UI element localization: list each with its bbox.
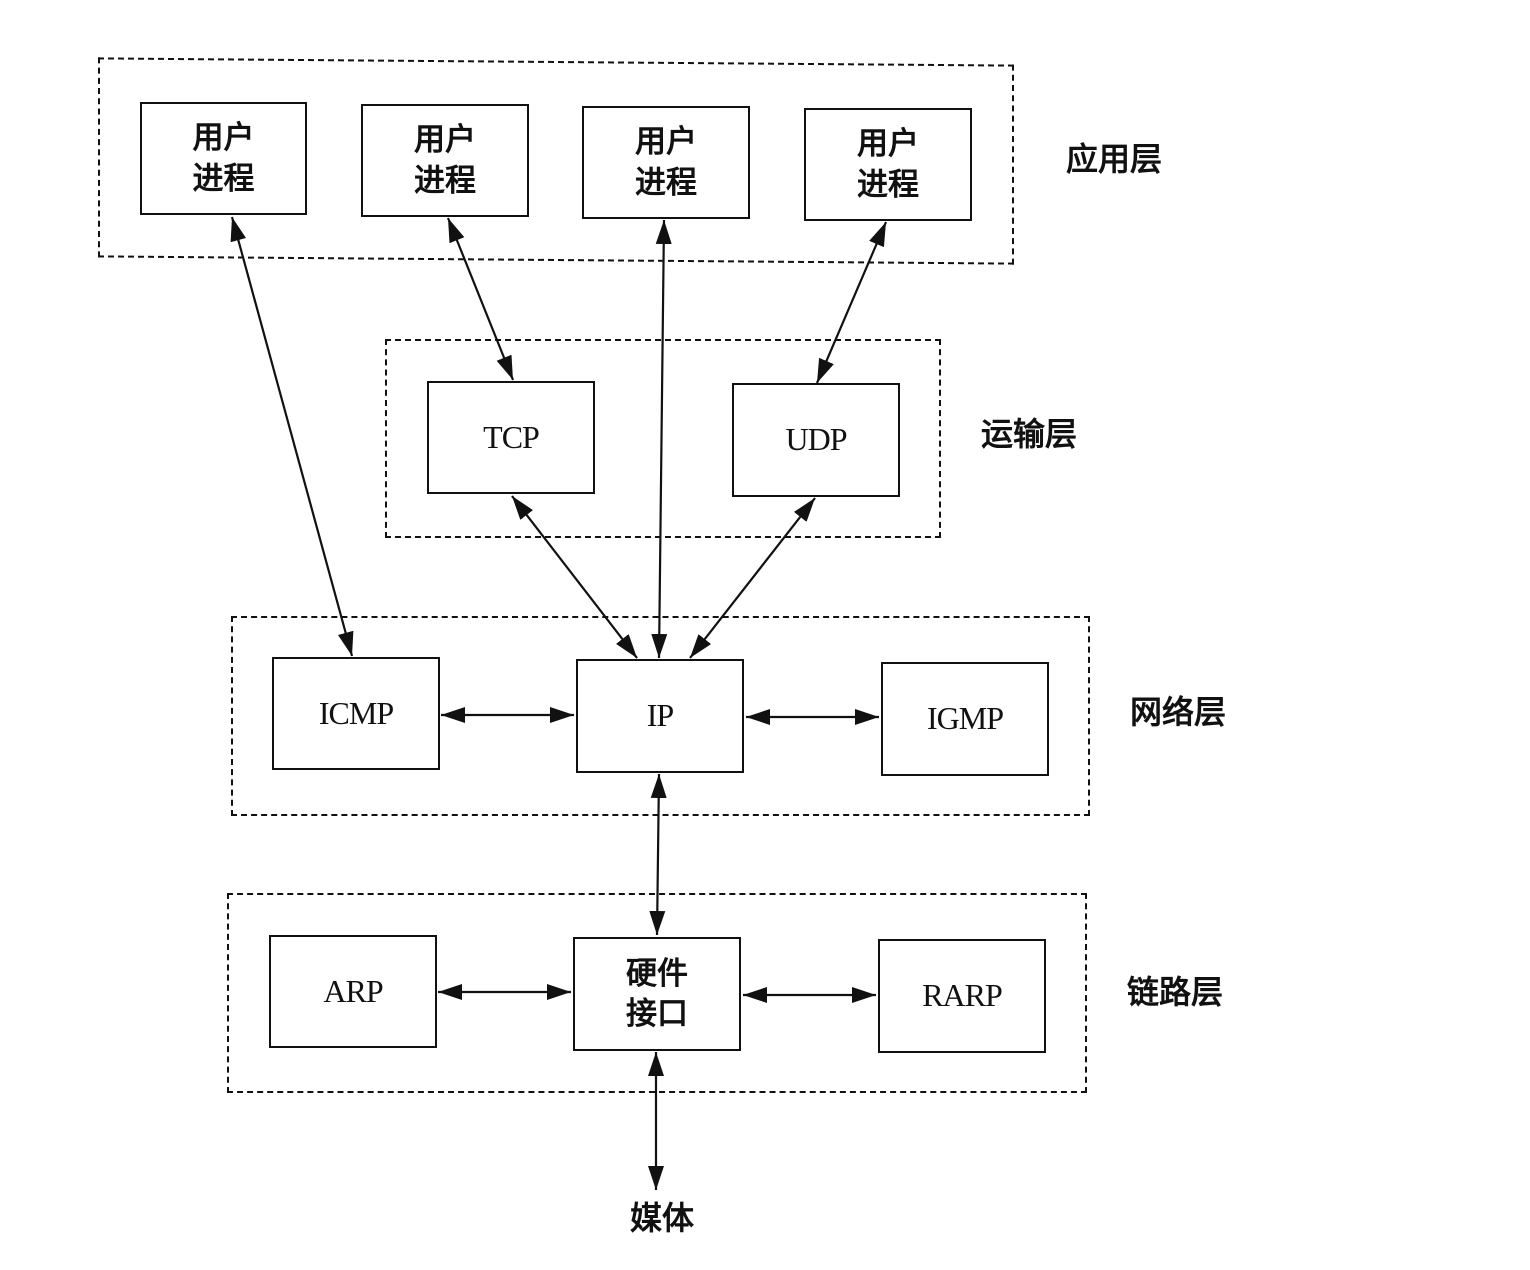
user-process-node-2: 用户 进程 — [361, 104, 529, 217]
user-process-node-4: 用户 进程 — [804, 108, 972, 221]
node-label-line2: 进程 — [857, 166, 919, 203]
node-label: RARP — [922, 977, 1003, 1014]
transport-layer-label: 运输层 — [981, 415, 1078, 453]
node-label-line1: 用户 — [192, 120, 255, 157]
node-label: IGMP — [926, 700, 1004, 737]
node-label-line2: 接口 — [626, 996, 688, 1032]
icmp-node: ICMP — [272, 657, 440, 770]
arp-node: ARP — [269, 935, 437, 1048]
arrow-user3-ip — [651, 219, 672, 659]
node-label: ICMP — [318, 694, 394, 731]
node-label-line1: 用户 — [635, 124, 697, 161]
node-label-line1: 用户 — [414, 122, 476, 159]
user-process-node-3: 用户 进程 — [582, 106, 750, 219]
transport-layer-box — [385, 339, 941, 538]
hardware-interface-node: 硬件 接口 — [573, 937, 741, 1051]
application-layer-label: 应用层 — [1066, 140, 1163, 178]
node-label-line2: 进程 — [414, 162, 476, 199]
arrow-user2-tcp — [446, 217, 515, 381]
arrow-tcp-ip — [511, 495, 638, 659]
udp-node: UDP — [732, 383, 900, 497]
arrow-ip-hwinterface — [649, 773, 667, 936]
rarp-node: RARP — [878, 939, 1046, 1053]
ip-node: IP — [576, 659, 744, 773]
node-label: IP — [646, 697, 674, 734]
node-label-line1: 用户 — [857, 126, 919, 163]
node-label-line1: 硬件 — [626, 955, 688, 992]
media-label: 媒体 — [630, 1199, 695, 1237]
link-layer-box — [227, 893, 1087, 1093]
arrow-user1-icmp — [230, 216, 354, 657]
arrow-udp-ip — [689, 497, 816, 659]
igmp-node: IGMP — [881, 662, 1049, 776]
tcp-node: TCP — [427, 381, 595, 494]
node-label: ARP — [323, 972, 383, 1009]
node-label: UDP — [785, 421, 847, 458]
node-label: TCP — [483, 418, 540, 455]
user-process-node-1: 用户 进程 — [140, 102, 307, 215]
arrow-user4-udp — [815, 221, 888, 384]
node-label-line2: 进程 — [635, 164, 697, 201]
link-layer-label: 链路层 — [1127, 973, 1224, 1011]
network-layer-label: 网络层 — [1130, 693, 1227, 731]
network-layer-box — [231, 616, 1090, 816]
node-label-line2: 进程 — [192, 160, 255, 197]
